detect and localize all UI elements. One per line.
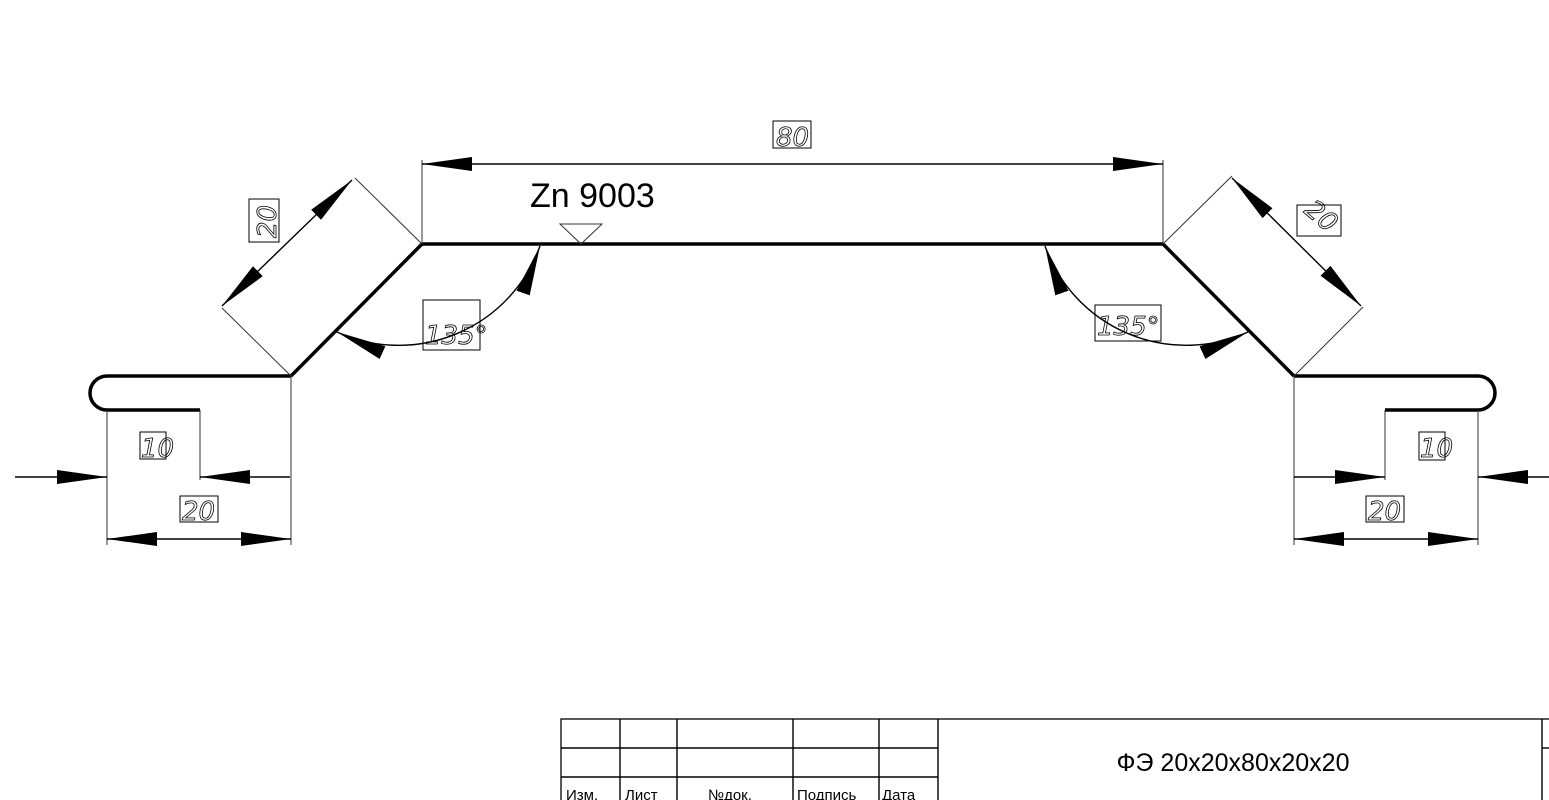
coating-label: Zn 9003: [530, 177, 655, 215]
svg-text:20: 20: [253, 205, 283, 238]
dimension-top-width: 80: [422, 120, 1163, 171]
dimension-right-hem: 10: [1294, 431, 1549, 484]
header-sheet: Лист: [625, 787, 658, 800]
svg-text:10: 10: [141, 434, 174, 464]
designation: ФЭ 20x20x80x20x20: [1117, 749, 1350, 777]
svg-text:20: 20: [182, 497, 215, 527]
svg-text:20: 20: [1368, 497, 1401, 527]
dimension-right-slope: 20: [1231, 177, 1362, 307]
svg-text:135°: 135°: [425, 321, 488, 351]
svg-text:80: 80: [776, 123, 809, 153]
surface-triangle-icon: [558, 223, 604, 245]
extension-lines: [106, 160, 1479, 545]
dimension-left-hem: 10: [15, 431, 290, 484]
title-block: Изм. Лист №док. Подпись Дата ФЭ 20x20x80…: [560, 718, 1549, 800]
svg-text:20: 20: [1299, 194, 1344, 238]
header-date: Дата: [882, 787, 916, 800]
dimension-right-flange: 20: [1294, 495, 1478, 546]
header-change: Изм.: [566, 787, 598, 800]
profile-outline: [88, 242, 1497, 412]
coating-annotation: Zn 9003: [530, 177, 655, 245]
dimension-left-angle: 135°: [336, 245, 541, 359]
dimension-right-angle: 135°: [1044, 245, 1249, 359]
dimension-left-flange: 20: [107, 495, 291, 546]
header-doc-number: №док.: [708, 787, 752, 800]
svg-text:10: 10: [1420, 434, 1453, 464]
dimension-left-slope: 20: [221, 179, 353, 307]
header-signature: Подпись: [797, 787, 857, 800]
svg-text:135°: 135°: [1097, 312, 1160, 342]
